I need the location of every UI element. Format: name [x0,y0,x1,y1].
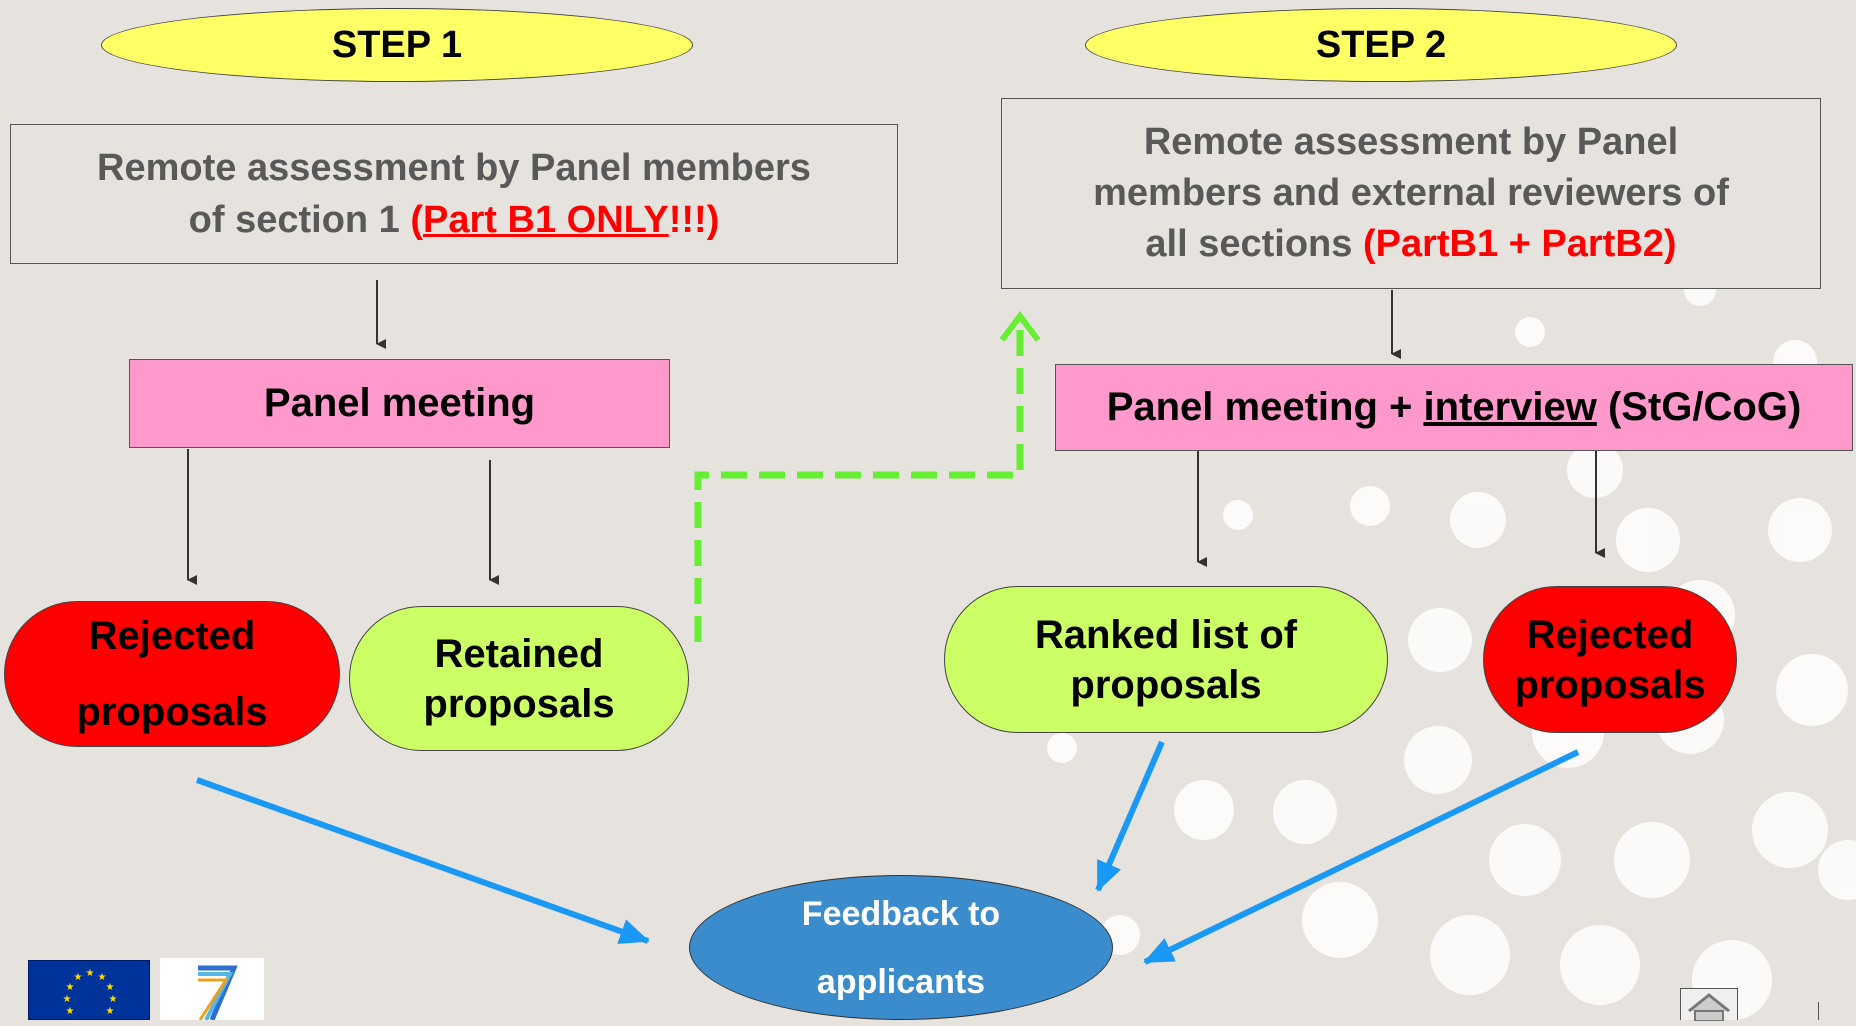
step1-remote-assessment-box: Remote assessment by Panel members of se… [10,124,898,264]
home-icon[interactable] [1680,988,1738,1022]
fp7-logo [160,958,264,1021]
step2-ranked-list: Ranked list of proposals [944,586,1388,733]
step2-rejected-proposals: Rejected proposals [1483,586,1737,733]
part-b1-only: Part B1 ONLY [423,199,669,241]
step2-panel-meeting-box: Panel meeting + interview (StG/CoG) [1055,364,1853,451]
step2-remote-line1: Remote assessment by Panel [1143,120,1679,163]
eu-stars-icon: ★ ★ ★ ★ ★ ★ ★ ★ ★ [63,968,118,1017]
arrow-rejected1-to-feedback [195,777,650,944]
svg-text:★: ★ [106,1006,115,1017]
svg-text:★: ★ [66,982,75,993]
arrow-rejected2-to-feedback [1143,749,1580,965]
step1-label: STEP 1 [101,8,693,82]
feedback-to-applicants: Feedback to applicants [689,875,1113,1020]
black-arrows [187,280,1605,585]
interview-text: interview [1423,385,1597,429]
svg-text:★: ★ [106,982,115,993]
step1-panel-meeting-box: Panel meeting [129,359,670,448]
fp7-seven-icon [198,965,238,1021]
svg-text:★: ★ [66,1006,75,1017]
green-dashed-arrow [694,311,1041,642]
page-number-divider [1818,1002,1819,1020]
step1-remote-line1: Remote assessment by Panel members [97,146,811,189]
step1-rejected-proposals: Rejected proposals [4,601,340,747]
step1-retained-proposals: Retained proposals [349,606,689,751]
svg-text:★: ★ [74,972,83,983]
step1-remote-line2: of section 1 (Part B1 ONLY!!!) [188,199,720,241]
svg-text:★: ★ [86,968,95,979]
step2-remote-assessment-box: Remote assessment by Panel members and e… [1001,98,1821,289]
svg-text:★: ★ [98,972,107,983]
svg-text:★: ★ [63,994,72,1005]
step2-remote-line2: members and external reviewers of [1093,171,1729,214]
svg-text:★: ★ [109,994,118,1005]
blue-arrows [195,740,1580,965]
step2-remote-line3: all sections (PartB1 + PartB2) [1145,223,1677,266]
arrow-ranked-to-feedback [1095,740,1165,892]
step2-label: STEP 2 [1085,8,1677,82]
eu-flag-logo: ★ ★ ★ ★ ★ ★ ★ ★ ★ [28,960,150,1020]
